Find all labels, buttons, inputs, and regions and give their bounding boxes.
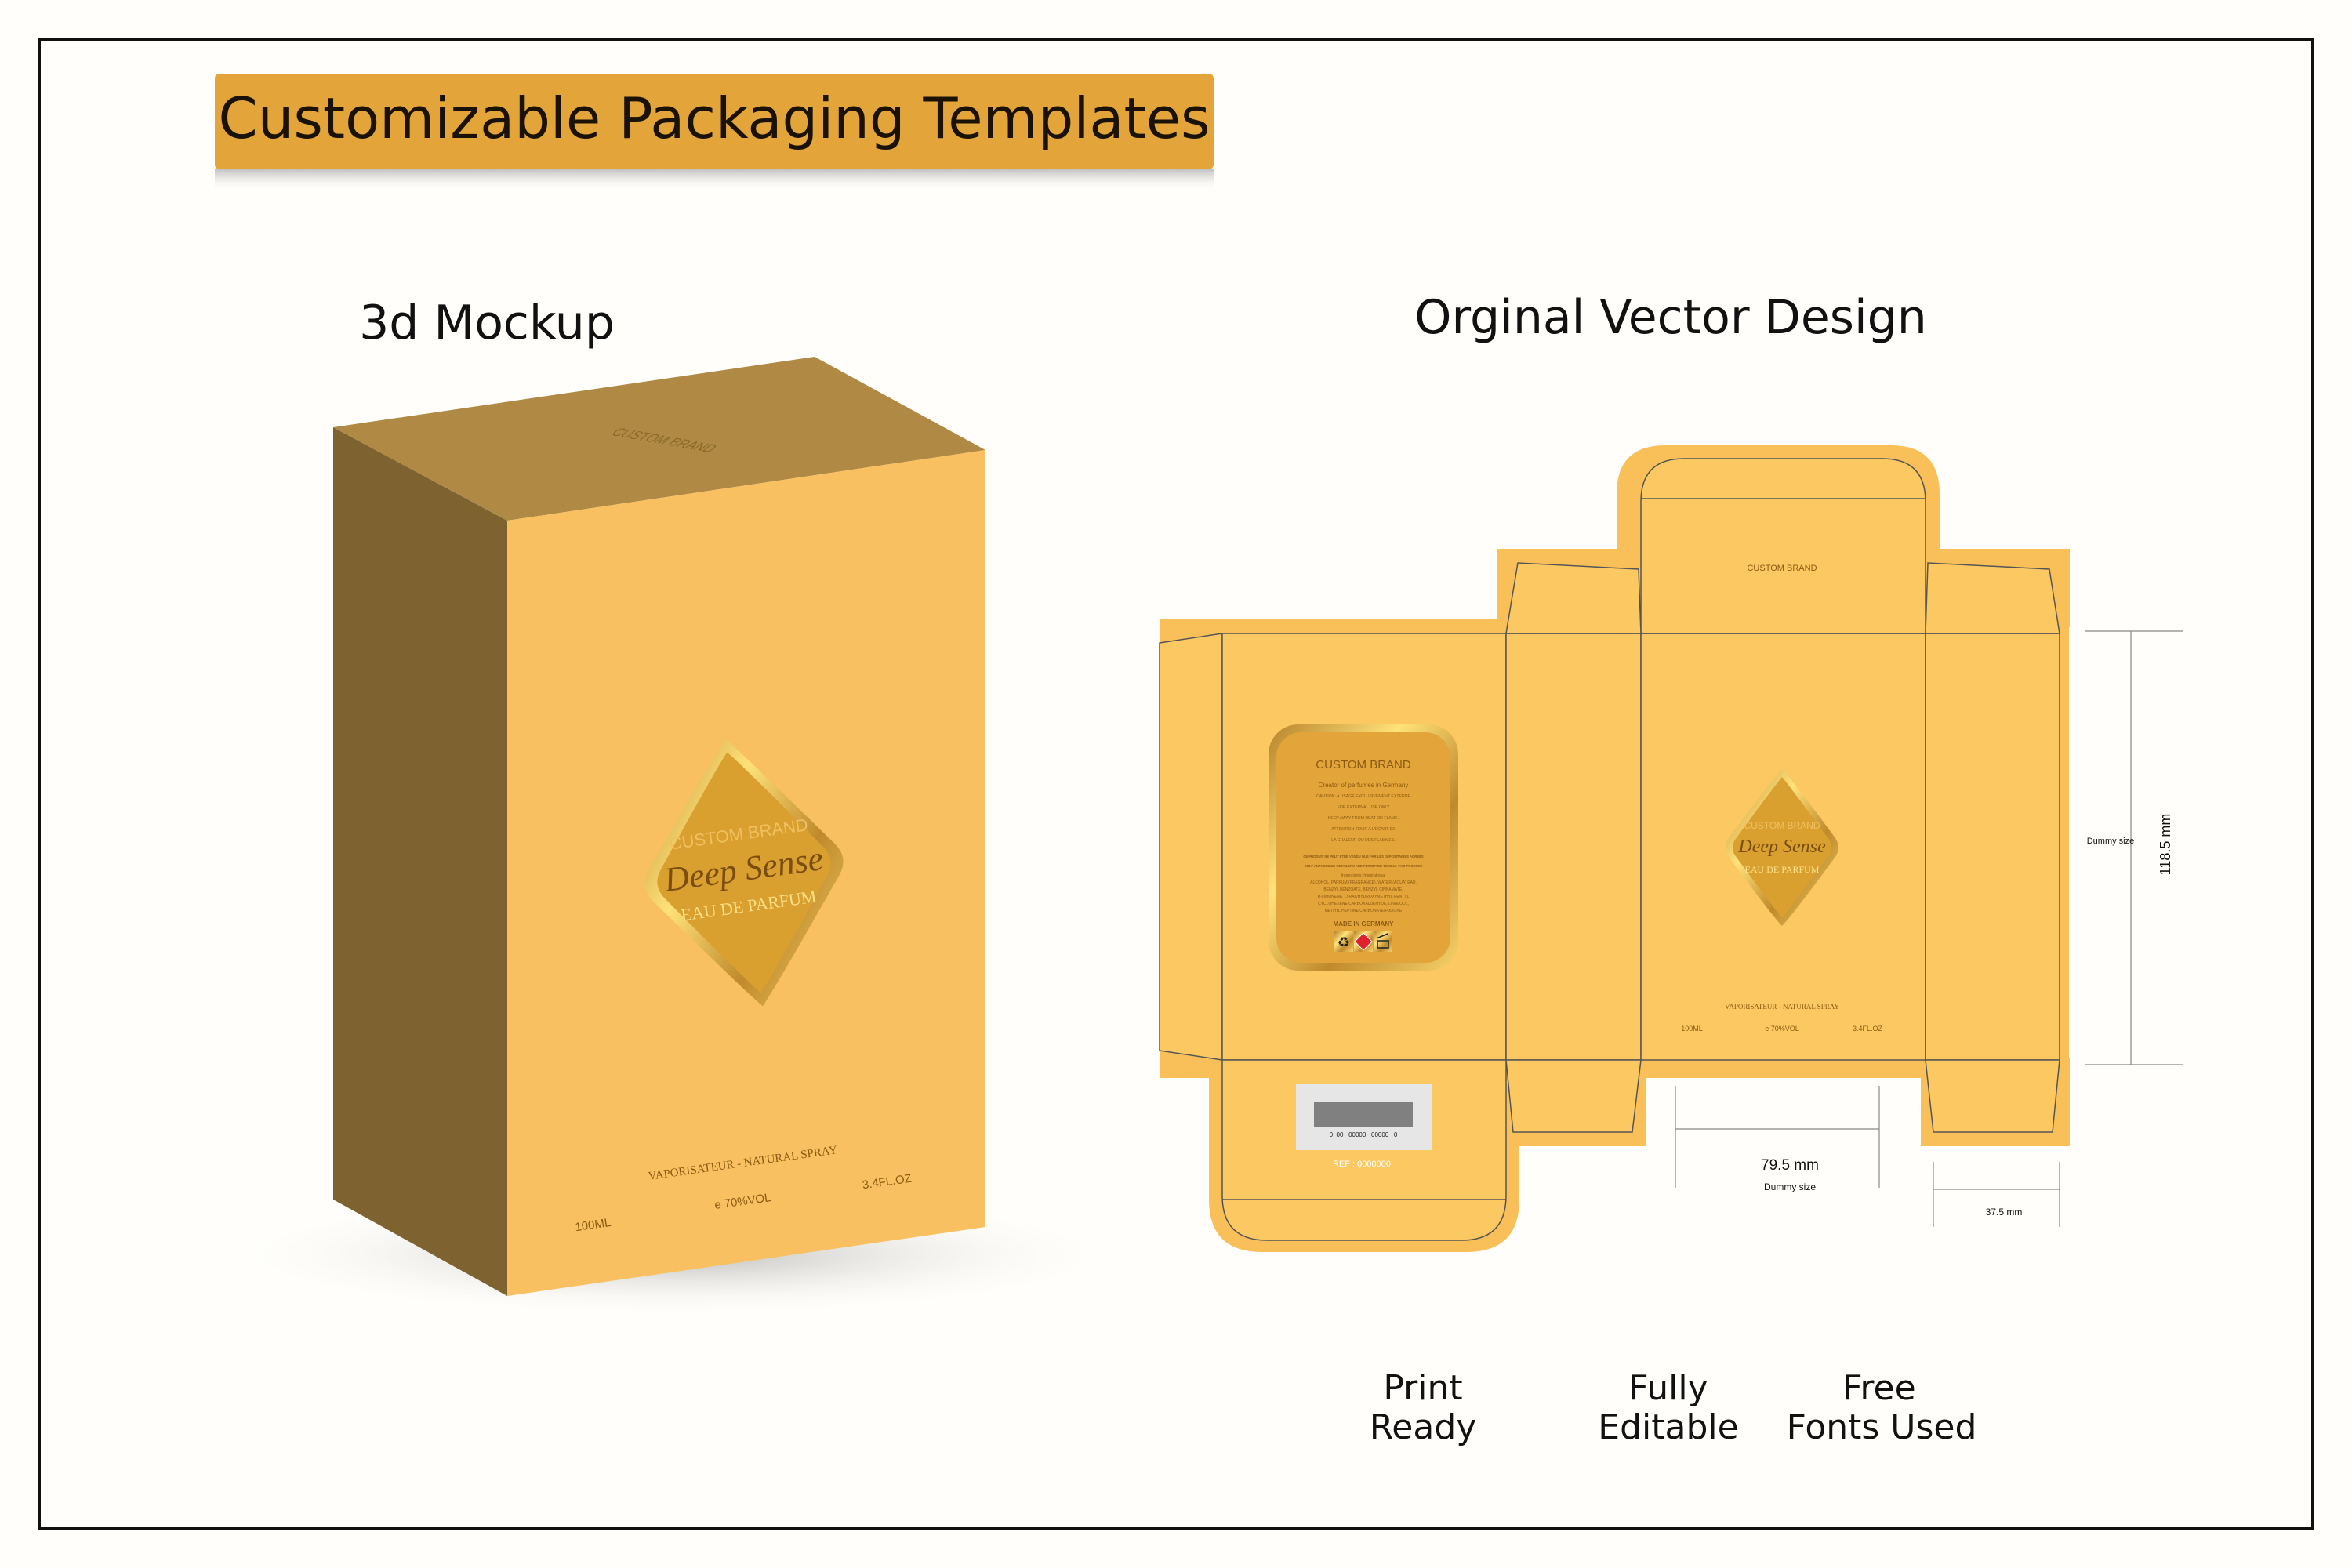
top-tuck-flap [1640,458,1926,634]
svg-text:CYCLOHEXENE CARBOXALDEHYDE, LI: CYCLOHEXENE CARBOXALDEHYDE, LINALOOL, [1318,902,1409,906]
svg-text:Fonts Used: Fonts Used [1787,1407,1977,1447]
svg-text:BENZYL BENZOATE, BENZYL CINNAM: BENZYL BENZOATE, BENZYL CINNAMATE, [1323,887,1403,892]
height-note: Dummy size [2087,837,2135,846]
svg-text:Fully: Fully [1628,1368,1708,1408]
mockup-heading: 3d Mockup [359,296,615,350]
front-oz: 3.4FL.OZ [1853,1025,1883,1033]
svg-text:Ingredients: Inspirational: Ingredients: Inspirational [1341,873,1386,878]
height-value: 118.5 mm [2158,814,2173,876]
svg-text:0 00 00000 00000 0: 0 00 00000 00000 0 [1330,1131,1398,1138]
flap-brand: CUSTOM BRAND [1747,564,1817,573]
bottom-dust-flap-1 [1505,1059,1642,1133]
svg-text:CUSTOM BRAND: CUSTOM BRAND [1316,758,1411,771]
dimension-depth [1933,1162,2060,1227]
banner-title: Customizable Packaging Templates [218,85,1210,151]
svg-text:LA CHALEUR OU DES FLAMMES.: LA CHALEUR OU DES FLAMMES. [1331,838,1396,843]
svg-text:Editable: Editable [1598,1407,1738,1447]
svg-text:METHYL HEPTINE CARBONATE/FOLIO: METHYL HEPTINE CARBONATE/FOLIONE [1325,909,1403,913]
top-dust-flap-2 [1925,562,2060,634]
width-note: Dummy size [1764,1181,1816,1192]
ingredients-label: CUSTOM BRAND Creator of perfumes in Germ… [1269,724,1458,971]
front-diamond-label: CUSTOM BRAND Deep Sense EAU DE PARFUM [1726,769,1838,926]
front-volume: 100ML [1681,1025,1703,1033]
barcode: 0 00 00000 00000 0 [1296,1084,1432,1150]
dimension-height [2085,630,2183,1065]
svg-text:Free: Free [1842,1368,1915,1408]
svg-text:Creator of perfumes in Germany: Creator of perfumes in Germany [1319,782,1409,789]
feature-fully-editable: Fully Editable [1598,1368,1738,1447]
svg-text:Deep Sense: Deep Sense [1737,837,1826,857]
svg-text:MADE IN GERMANY: MADE IN GERMANY [1334,920,1395,927]
svg-text:CAUTION: A USAGE EXCLUSIVEMENT: CAUTION: A USAGE EXCLUSIVEMENT EXTERNE [1316,794,1410,799]
svg-text:KEEP AWAY FROM HEAT OR FLAME.: KEEP AWAY FROM HEAT OR FLAME. [1328,816,1399,821]
box-side-face [333,427,507,1296]
top-dust-flap-1 [1505,562,1642,634]
svg-text:CE PRODUIT NE PEUT ETRE VENDU: CE PRODUIT NE PEUT ETRE VENDU QUE PAR LE… [1303,855,1423,858]
jar-icon [1374,931,1392,952]
box-mockup: CUSTOM BRAND CUSTOM BRAND Deep Sense EAU… [220,357,1129,1317]
svg-text:D-LIMONENE, LYRAL/HYDROXYMETHY: D-LIMONENE, LYRAL/HYDROXYMETHYL PENTYL [1318,895,1410,899]
front-spray: VAPORISATEUR - NATURAL SPRAY [1725,1003,1839,1011]
title-banner: Customizable Packaging Templates [215,74,1214,191]
svg-text:Ready: Ready [1370,1407,1477,1447]
width-value: 79.5 mm [1761,1157,1819,1174]
dieline: CUSTOM BRAND Creator of perfumes in Germ… [1159,445,2070,1252]
bottom-dust-flap-2 [1925,1059,2060,1133]
panel-side-2 [1925,633,2060,1061]
flammable-icon [1354,931,1373,952]
front-alcohol: e 70%VOL [1765,1025,1799,1033]
svg-text:CUSTOM BRAND: CUSTOM BRAND [1744,820,1820,831]
panel-side-1 [1505,633,1642,1061]
svg-text:FOR EXTERNAL USE ONLY: FOR EXTERNAL USE ONLY [1338,805,1390,810]
feature-free-fonts: Free Fonts Used [1787,1368,1977,1447]
svg-text:ATTENTION TENIR A L'ECART DE: ATTENTION TENIR A L'ECART DE [1331,827,1396,832]
svg-text:Print: Print [1383,1368,1462,1408]
vector-heading: Orginal Vector Design [1414,290,1927,345]
depth-value: 37.5 mm [1986,1207,2023,1218]
ref-number: REF : 0000000 [1333,1160,1391,1169]
dimension-width [1675,1086,1880,1188]
svg-text:ALCOHOL, PARFUM (FRAGRANCE), W: ALCOHOL, PARFUM (FRAGRANCE), WATER (AQUA… [1310,880,1417,885]
recycle-icon: ♻ [1334,931,1353,952]
svg-text:♻: ♻ [1338,935,1350,951]
feature-print-ready: Print Ready [1370,1368,1477,1447]
glue-flap [1159,633,1223,1061]
svg-text:ONLY AUTHORIZED RETAILERS ARE: ONLY AUTHORIZED RETAILERS ARE PERMITTED … [1305,864,1423,868]
box-top-face [333,357,985,521]
svg-text:EAU DE PARFUM: EAU DE PARFUM [1745,864,1820,875]
box-volume: 100ML [574,1216,612,1234]
